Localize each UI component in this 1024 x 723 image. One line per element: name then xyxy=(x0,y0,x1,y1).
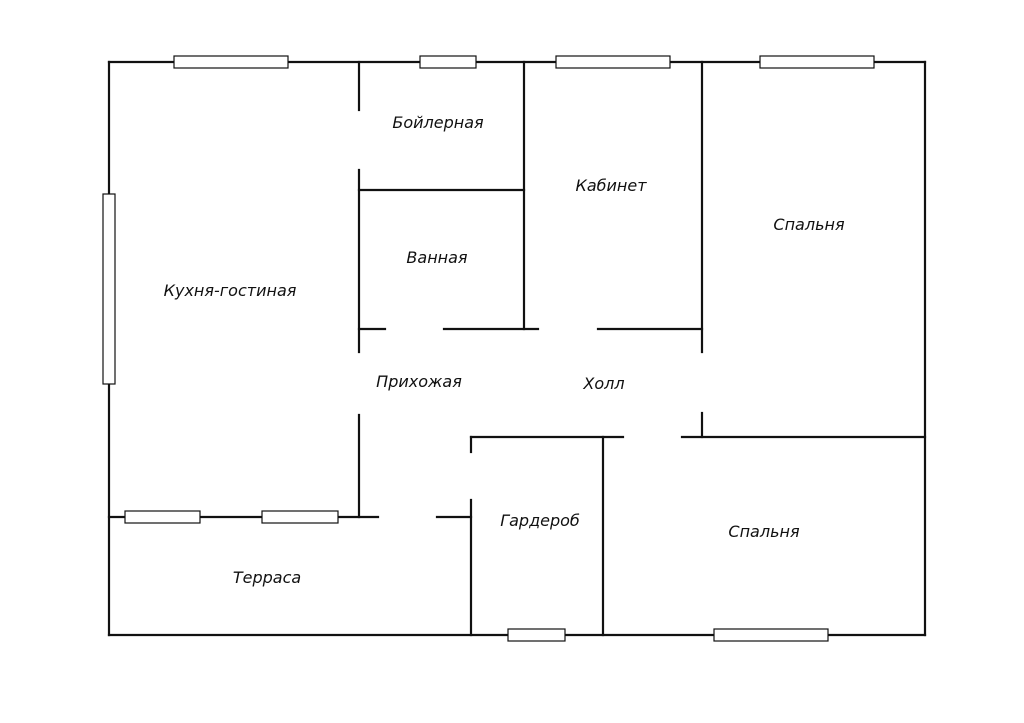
window-study-top xyxy=(555,55,671,69)
window-bedroom-top xyxy=(759,55,875,69)
label-bathroom: Ванная xyxy=(406,248,468,267)
window-terrace-left xyxy=(124,510,201,524)
window-wardrobe-bottom xyxy=(507,628,566,642)
room-labels: Бойлерная Кабинет Спальня Ванная Кухня-г… xyxy=(164,113,845,587)
label-kitchen-living: Кухня-гостиная xyxy=(164,281,297,300)
label-bedroom-1: Спальня xyxy=(773,215,845,234)
label-boiler-room: Бойлерная xyxy=(392,113,484,132)
label-bedroom-2: Спальня xyxy=(728,522,800,541)
window-kitchen-left xyxy=(102,193,116,385)
window-kitchen-top xyxy=(173,55,289,69)
label-wardrobe: Гардероб xyxy=(500,511,580,530)
windows xyxy=(102,55,875,642)
label-terrace: Терраса xyxy=(233,568,301,587)
label-entrance: Прихожая xyxy=(376,372,462,391)
window-terrace-right xyxy=(261,510,339,524)
window-bedroom2-bottom xyxy=(713,628,829,642)
label-study: Кабинет xyxy=(575,176,647,195)
walls xyxy=(107,60,927,637)
label-hall: Холл xyxy=(582,374,624,393)
window-boiler-top xyxy=(419,55,477,69)
